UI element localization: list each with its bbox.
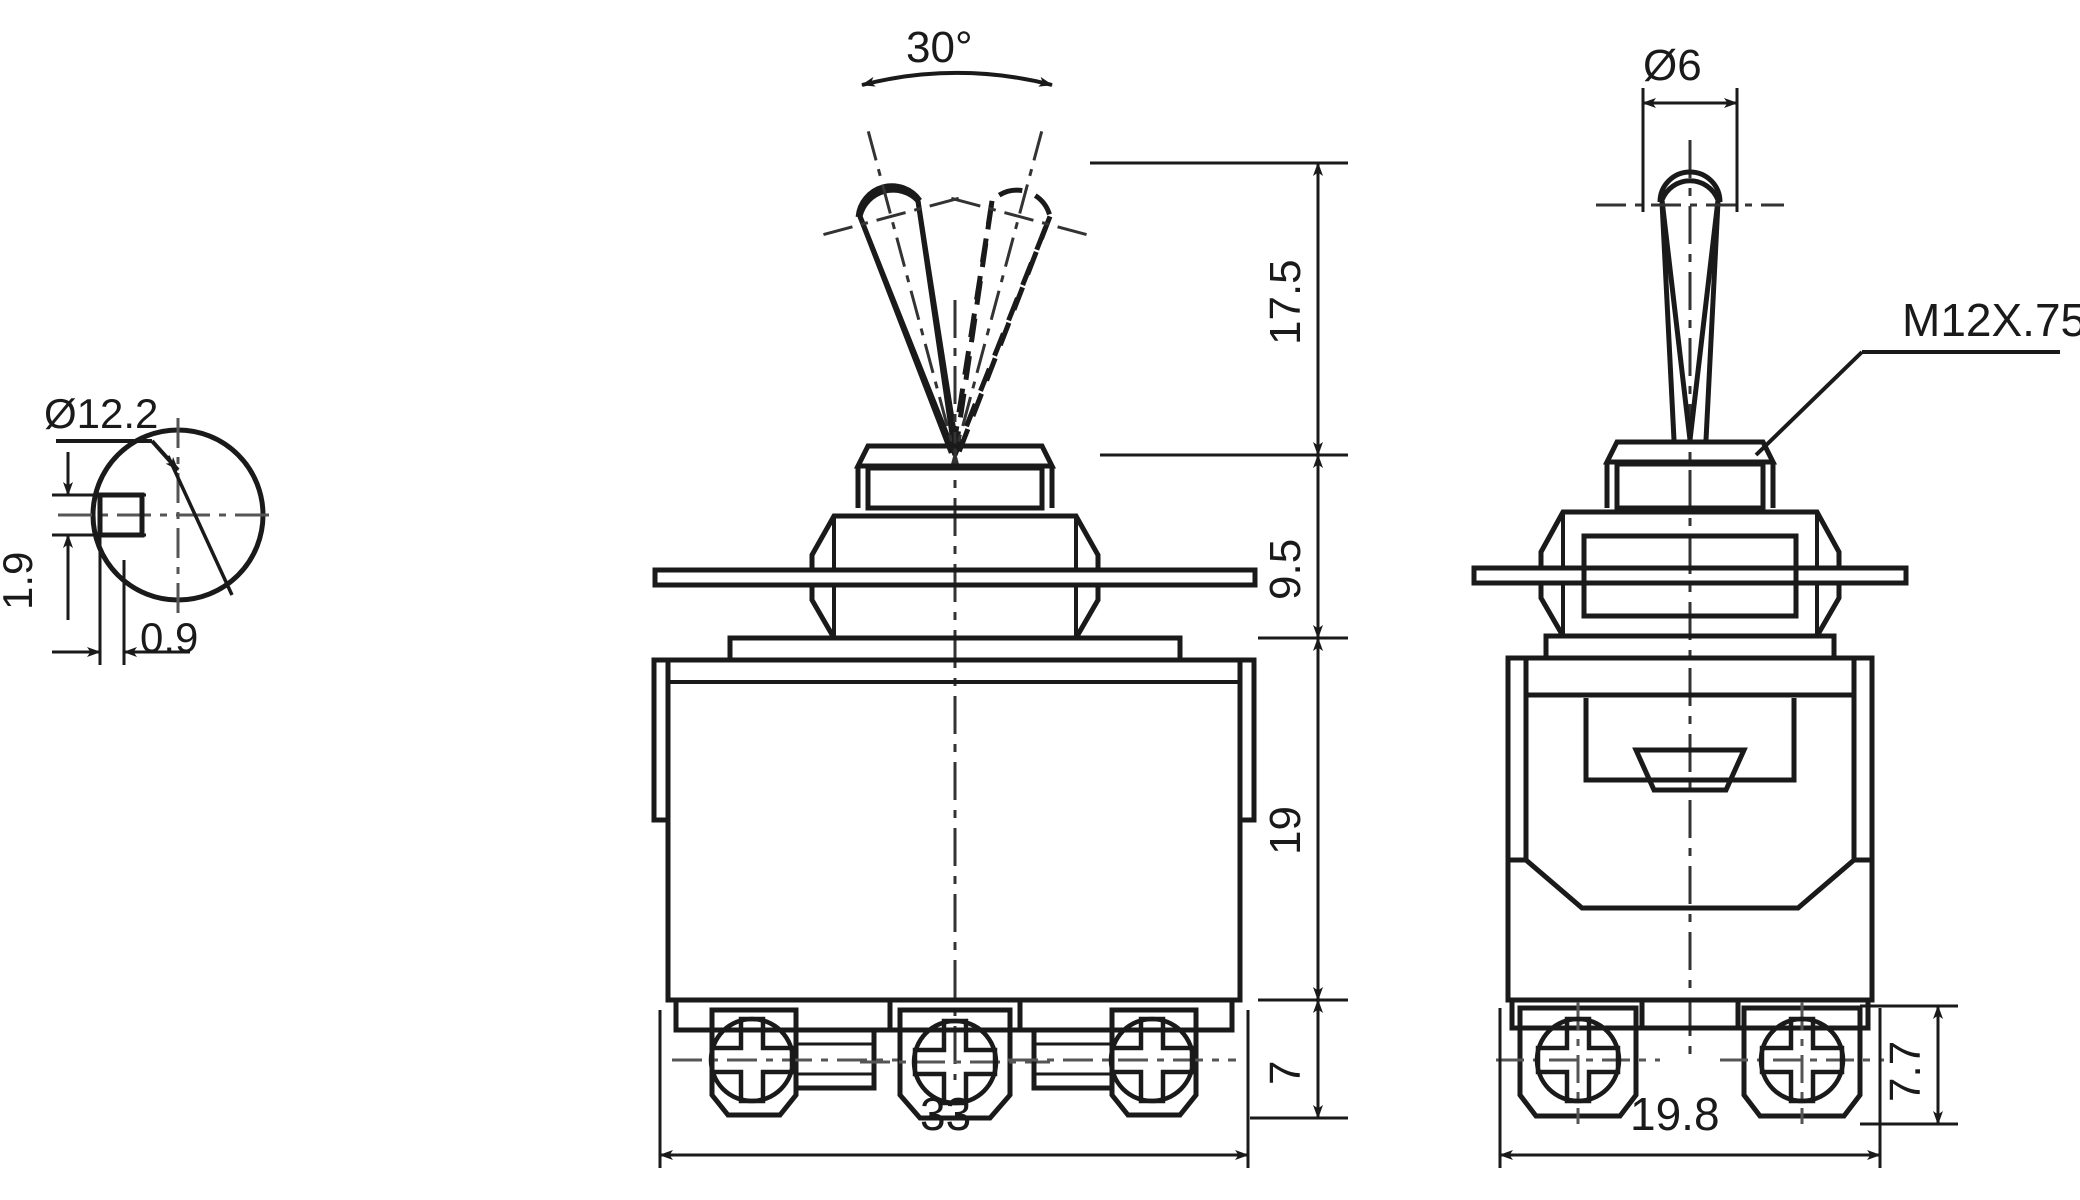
side-toggle-lever-left-edge <box>1659 201 1677 441</box>
dim-7-7-label: 7.7 <box>1881 1041 1930 1102</box>
dim-9-5-label: 9.5 <box>1261 539 1310 600</box>
body-tab-right <box>1237 657 1257 823</box>
dia-12-2-label: Ø12.2 <box>44 390 158 437</box>
terminal-right <box>1008 1007 1236 1118</box>
side-toggle-lever-tip <box>1657 169 1723 203</box>
toggle-lever-solid-centerline <box>823 131 961 470</box>
dim-1-9-label: 1.9 <box>0 552 41 610</box>
mounting-washer-plate <box>652 567 1258 588</box>
terminal-base-strip <box>673 997 1235 1033</box>
dia-12-2-diameter-line <box>166 455 234 596</box>
dia-6-label: Ø6 <box>1643 41 1702 90</box>
dim-19-label: 19 <box>1261 806 1310 855</box>
angle-30-label: 30° <box>906 23 973 72</box>
bushing-section-view: Ø12.2 1.9 0.9 <box>0 390 272 665</box>
terminal-center <box>860 1007 1050 1121</box>
side-bracket-tab <box>1632 747 1748 793</box>
side-retaining-bracket <box>1523 692 1857 911</box>
bushing-barrel-chamfer <box>853 443 1057 469</box>
dim-33-label: 33 <box>920 1088 971 1140</box>
side-terminal-center-notch <box>1639 1000 1741 1031</box>
side-mounting-washer-plate <box>1471 565 1909 586</box>
dim-17-5-label: 17.5 <box>1261 259 1310 345</box>
side-bushing-chamfer <box>1602 439 1778 465</box>
side-terminal-base-strip <box>1509 997 1871 1031</box>
switch-body <box>665 657 1243 1003</box>
side-terminal-right <box>1720 1002 1884 1124</box>
side-terminal-left <box>1496 1002 1660 1124</box>
side-toggle-lever-right-edge <box>1703 201 1721 441</box>
side-toggle-lever[interactable] <box>1659 178 1721 441</box>
front-elevation-view: 30° <box>651 23 1348 1168</box>
terminal-base-center-notch <box>887 1000 1023 1033</box>
terminal-left <box>672 1007 900 1118</box>
toggle-lever-dashed-position <box>949 131 1087 470</box>
body-tab-left <box>651 657 671 823</box>
angle-30-arc <box>861 70 1053 87</box>
thread-callout-leader <box>1754 350 1864 457</box>
side-elevation-view: Ø6 M12X.75 <box>1471 41 2080 1168</box>
thread-callout-label: M12X.75 <box>1902 294 2080 346</box>
dim-0-9-label: 0.9 <box>140 614 198 661</box>
side-switch-body <box>1505 655 1875 1003</box>
side-bracket-window <box>1581 533 1799 619</box>
side-bracket-inner-window <box>1583 698 1797 783</box>
dim-7-label: 7 <box>1261 1061 1310 1085</box>
dim-19-8-label: 19.8 <box>1630 1088 1720 1140</box>
